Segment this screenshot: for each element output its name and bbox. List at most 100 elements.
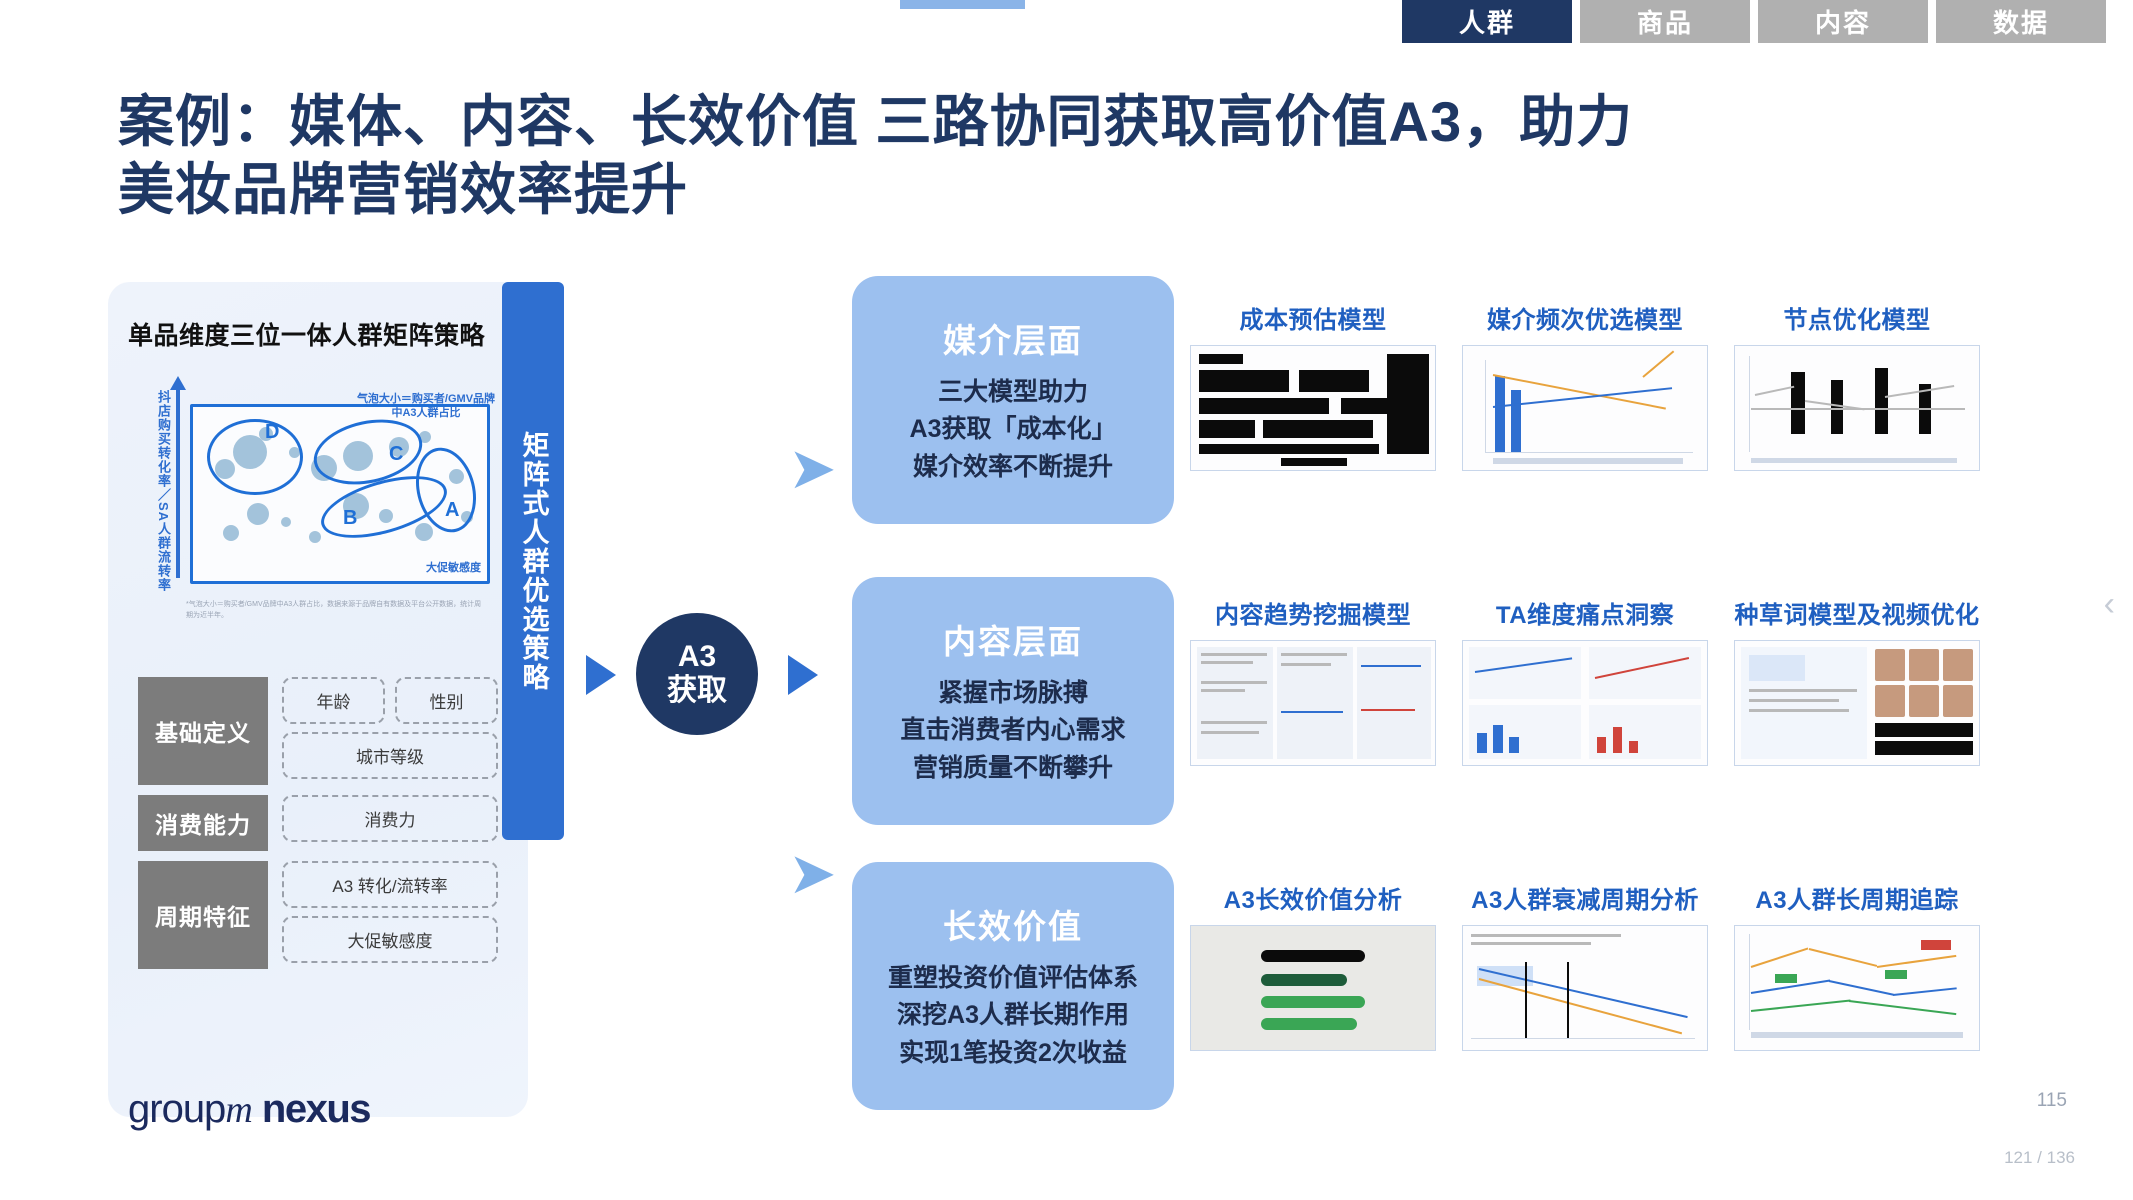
- bubble-point: [281, 517, 291, 527]
- bubble-point: [309, 531, 321, 543]
- attr-key-basic: 基础定义: [138, 677, 268, 785]
- bubble-point: [461, 511, 473, 523]
- chart-note: 气泡大小＝购买者/GMV品牌中A3人群占比: [356, 393, 496, 420]
- attr-pill-spending-power: 消费力: [282, 795, 498, 842]
- thumb-longterm-value-image: [1190, 925, 1436, 1051]
- card-content-line2: 直击消费者内心需求: [900, 716, 1126, 745]
- attr-pill-city-level: 城市等级: [282, 732, 498, 779]
- bubble-point: [247, 503, 269, 525]
- thumb-decay-cycle-title: A3人群衰减周期分析: [1471, 887, 1699, 914]
- thumb-decay-cycle-analysis[interactable]: A3人群衰减周期分析: [1462, 880, 1708, 1051]
- arrow-into-a3-icon: [586, 655, 616, 695]
- thumb-longterm-value-title: A3长效价值分析: [1223, 887, 1403, 914]
- attr-pill-gender: 性别: [395, 677, 498, 724]
- thumb-decay-cycle-image: [1462, 925, 1708, 1051]
- card-longterm-line2: 深挖A3人群长期作用: [897, 1001, 1129, 1030]
- thumb-seeding-word-model[interactable]: 种草词模型及视频优化: [1734, 595, 1980, 766]
- thumb-longcycle-tracking[interactable]: A3人群长周期追踪: [1734, 880, 1980, 1051]
- table-row: 周期特征 A3 转化/流转率 大促敏感度: [138, 861, 498, 969]
- left-panel: 单品维度三位一体人群矩阵策略 抖店购买转化率／SA人群流转率: [108, 282, 528, 1117]
- thumb-longcycle-tracking-image: [1734, 925, 1980, 1051]
- arrow-to-value-row-icon: ➤: [788, 841, 837, 906]
- card-longterm-line3: 实现1笔投资2次收益: [899, 1038, 1127, 1067]
- bubble-point: [343, 441, 373, 471]
- bubble-point: [419, 431, 431, 443]
- table-row: 基础定义 年龄 性别 城市等级: [138, 677, 498, 785]
- attribute-table: 基础定义 年龄 性别 城市等级 消费能力 消费力: [138, 677, 498, 979]
- card-content-heading: 内容层面: [943, 622, 1083, 660]
- topnav-stub: [900, 0, 1025, 9]
- tab-people[interactable]: 人群: [1402, 0, 1572, 43]
- thumb-seeding-word-title: 种草词模型及视频优化: [1734, 602, 1980, 629]
- bubble-point: [449, 469, 464, 484]
- logo-m-glyph: m: [225, 1089, 252, 1131]
- thumb-content-trend-image: [1190, 640, 1436, 766]
- cluster-label-c: C: [389, 443, 404, 465]
- thumb-ta-pain-point[interactable]: TA维度痛点洞察: [1462, 595, 1708, 766]
- bubble-point: [223, 525, 239, 541]
- bubble-point: [389, 437, 409, 457]
- card-longterm-value: 长效价值 重塑投资价值评估体系 深挖A3人群长期作用 实现1笔投资2次收益: [852, 862, 1174, 1110]
- topnav: 人群 商品 内容 数据: [1402, 0, 2106, 43]
- tab-data[interactable]: 数据: [1936, 0, 2106, 43]
- bubble-point: [343, 493, 369, 519]
- thumbs-content-row: 内容趋势挖掘模型 TA维度痛点洞察: [1190, 595, 1980, 766]
- bubble-chart: 抖店购买转化率／SA人群流转率: [150, 376, 500, 650]
- thumb-frequency-model-title: 媒介频次优选模型: [1487, 307, 1683, 334]
- card-content-line1: 紧握市场脉搏: [937, 678, 1088, 707]
- a3-node-line1: A3: [677, 639, 717, 673]
- a3-node-line2: 获取: [667, 674, 727, 707]
- bubble-point: [415, 523, 433, 541]
- card-media-line1: 三大模型助力: [937, 377, 1088, 406]
- bubble-point: [379, 509, 393, 523]
- table-row: 消费能力 消费力: [138, 795, 498, 851]
- card-content-layer: 内容层面 紧握市场脉搏 直击消费者内心需求 营销质量不断攀升: [852, 577, 1174, 825]
- vertical-strategy-bar: 矩阵式人群优选策略: [502, 282, 564, 840]
- cluster-label-a: A: [445, 499, 460, 521]
- chart-plot-area: D C B A 大促敏感度: [190, 404, 490, 584]
- next-slide-chevron-icon[interactable]: ‹: [2103, 585, 2115, 623]
- tab-product-label: 商品: [1636, 8, 1693, 38]
- thumbs-value-row: A3长效价值分析 A3人群衰减周期分析 A3人群长周期追踪: [1190, 880, 1980, 1051]
- brand-logo: groupm nexus: [128, 1087, 372, 1132]
- thumb-content-trend-model[interactable]: 内容趋势挖掘模型: [1190, 595, 1436, 766]
- cluster-ring-d: [207, 419, 303, 495]
- thumb-node-optimization-image: [1734, 345, 1980, 471]
- card-media-line3: 媒介效率不断提升: [912, 452, 1113, 481]
- thumb-ta-pain-point-image: [1462, 640, 1708, 766]
- bubble-point: [311, 455, 337, 481]
- thumb-frequency-model[interactable]: 媒介频次优选模型: [1462, 300, 1708, 471]
- thumb-cost-model-title: 成本预估模型: [1239, 307, 1387, 334]
- thumb-cost-model[interactable]: 成本预估模型: [1190, 300, 1436, 471]
- tab-product[interactable]: 商品: [1580, 0, 1750, 43]
- thumb-seeding-word-image: [1734, 640, 1980, 766]
- tab-people-label: 人群: [1458, 8, 1515, 38]
- card-media-layer: 媒介层面 三大模型助力 A3获取「成本化」 媒介效率不断提升: [852, 276, 1174, 524]
- thumb-content-trend-title: 内容趋势挖掘模型: [1215, 602, 1411, 629]
- arrow-out-of-a3-icon: [788, 655, 818, 695]
- arrow-to-media-row-icon: ➤: [788, 436, 837, 501]
- cluster-label-b: B: [343, 507, 358, 529]
- card-longterm-line1: 重塑投资价值评估体系: [887, 963, 1138, 992]
- page-count: 121 / 136: [2004, 1148, 2075, 1167]
- a3-node: A3 获取: [636, 613, 758, 735]
- thumb-node-optimization-model[interactable]: 节点优化模型: [1734, 300, 1980, 471]
- chart-y-axis-label: 抖店购买转化率／SA人群流转率: [156, 390, 171, 593]
- card-content-line3: 营销质量不断攀升: [912, 753, 1113, 782]
- thumb-node-optimization-title: 节点优化模型: [1783, 307, 1931, 334]
- chart-x-axis-label: 大促敏感度: [426, 562, 481, 574]
- y-axis-arrow-icon: [170, 376, 186, 578]
- logo-nexus-text: nexus: [261, 1087, 372, 1131]
- thumbs-media-row: 成本预估模型 媒介频次优选模型: [1190, 300, 1980, 471]
- tab-content[interactable]: 内容: [1758, 0, 1928, 43]
- page-title: 案例：媒体、内容、长效价值 三路协同获取高价值A3，助力美妆品牌营销效率提升: [118, 90, 1634, 222]
- attr-key-cycle: 周期特征: [138, 861, 268, 969]
- attr-pill-a3-conversion: A3 转化/流转率: [282, 861, 498, 908]
- attr-pill-promo-sensitivity: 大促敏感度: [282, 916, 498, 963]
- card-media-heading: 媒介层面: [943, 321, 1083, 359]
- thumb-longterm-value-analysis[interactable]: A3长效价值分析: [1190, 880, 1436, 1051]
- card-longterm-heading: 长效价值: [943, 907, 1083, 945]
- attr-pill-age: 年龄: [282, 677, 385, 724]
- thumb-longcycle-tracking-title: A3人群长周期追踪: [1755, 887, 1959, 914]
